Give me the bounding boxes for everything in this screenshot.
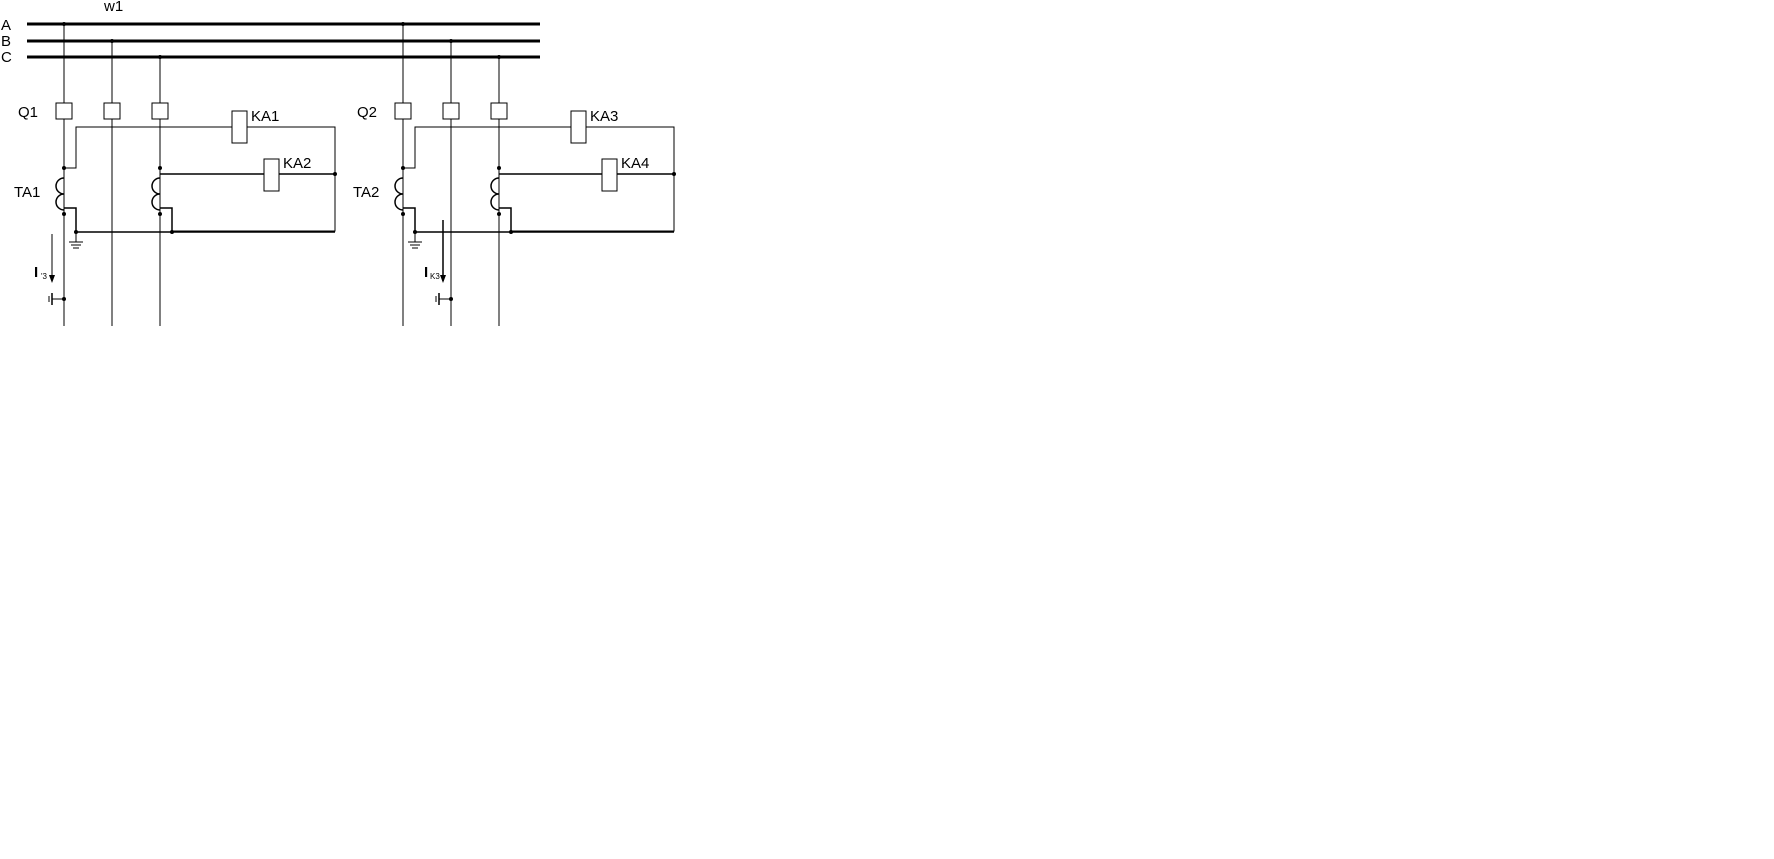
ct-ta2-coil-a bbox=[394, 177, 404, 211]
current-label-1: I bbox=[34, 264, 38, 281]
current-subscript-1: '3 bbox=[41, 272, 48, 281]
breaker-q2-contact-a bbox=[394, 102, 412, 120]
fault-current-arrow-icon bbox=[49, 234, 55, 283]
ct-ta1-a-return bbox=[64, 207, 77, 232]
junction-dot bbox=[509, 230, 513, 234]
ct-ta1-coil-c bbox=[151, 177, 161, 211]
junction-dot bbox=[449, 39, 453, 43]
phase-label-b: B bbox=[1, 33, 11, 50]
ground-icon bbox=[69, 232, 83, 249]
phase-label-a: A bbox=[1, 17, 11, 34]
relay-label-ka2: KA2 bbox=[283, 155, 311, 172]
phase-label-c: C bbox=[1, 49, 12, 66]
fault-source-icon bbox=[435, 293, 453, 305]
junction-dot bbox=[62, 212, 66, 216]
breaker-q1-contact-a bbox=[55, 102, 73, 120]
junction-dot bbox=[158, 55, 162, 59]
ct-ta1-coil-a bbox=[55, 177, 65, 211]
ka3-wire-left bbox=[403, 126, 571, 169]
breaker-label-q2: Q2 bbox=[357, 104, 377, 121]
junction-dot bbox=[497, 55, 501, 59]
fault-current-arrow-icon bbox=[440, 220, 446, 283]
ka1-wire-right bbox=[172, 126, 336, 232]
ka1-wire-left bbox=[64, 126, 232, 169]
junction-dot bbox=[158, 166, 162, 170]
junction-dot bbox=[401, 22, 405, 26]
junction-dot bbox=[158, 212, 162, 216]
current-label-2: I bbox=[424, 264, 428, 281]
feeder-2: Q2 TA2 KA3 KA4 bbox=[353, 22, 676, 326]
ct-ta2-c-return bbox=[499, 207, 512, 232]
breaker-label-q1: Q1 bbox=[18, 104, 38, 121]
junction-dot bbox=[401, 212, 405, 216]
ct-ta2-coil-c bbox=[490, 177, 500, 211]
relay-label-ka3: KA3 bbox=[590, 108, 618, 125]
relay-ka4-coil bbox=[601, 158, 618, 192]
relay-ka3-coil bbox=[570, 110, 587, 144]
ground-icon bbox=[408, 232, 422, 249]
breaker-q1-contact-b bbox=[103, 102, 121, 120]
junction-dot bbox=[497, 166, 501, 170]
ct-label-ta2: TA2 bbox=[353, 184, 379, 201]
ct-ta1-c-return bbox=[160, 207, 173, 232]
breaker-q2-contact-b bbox=[442, 102, 460, 120]
junction-dot bbox=[110, 39, 114, 43]
junction-dot bbox=[170, 230, 174, 234]
fault-source-icon bbox=[48, 293, 66, 305]
line-label-w1: w1 bbox=[103, 0, 123, 15]
relay-ka2-coil bbox=[263, 158, 280, 192]
current-subscript-2: K3 bbox=[430, 272, 440, 281]
junction-dot bbox=[672, 172, 676, 176]
ct-ta2-a-return bbox=[403, 207, 416, 232]
feeder-1: Q1 TA1 KA1 KA2 bbox=[14, 22, 337, 326]
junction-dot bbox=[62, 22, 66, 26]
ct-label-ta1: TA1 bbox=[14, 184, 40, 201]
breaker-q2-contact-c bbox=[490, 102, 508, 120]
relay-label-ka1: KA1 bbox=[251, 108, 279, 125]
junction-dot bbox=[497, 212, 501, 216]
relay-label-ka4: KA4 bbox=[621, 155, 649, 172]
breaker-q1-contact-c bbox=[151, 102, 169, 120]
relay-ka1-coil bbox=[231, 110, 248, 144]
ka3-wire-right bbox=[511, 126, 675, 232]
junction-dot bbox=[333, 172, 337, 176]
